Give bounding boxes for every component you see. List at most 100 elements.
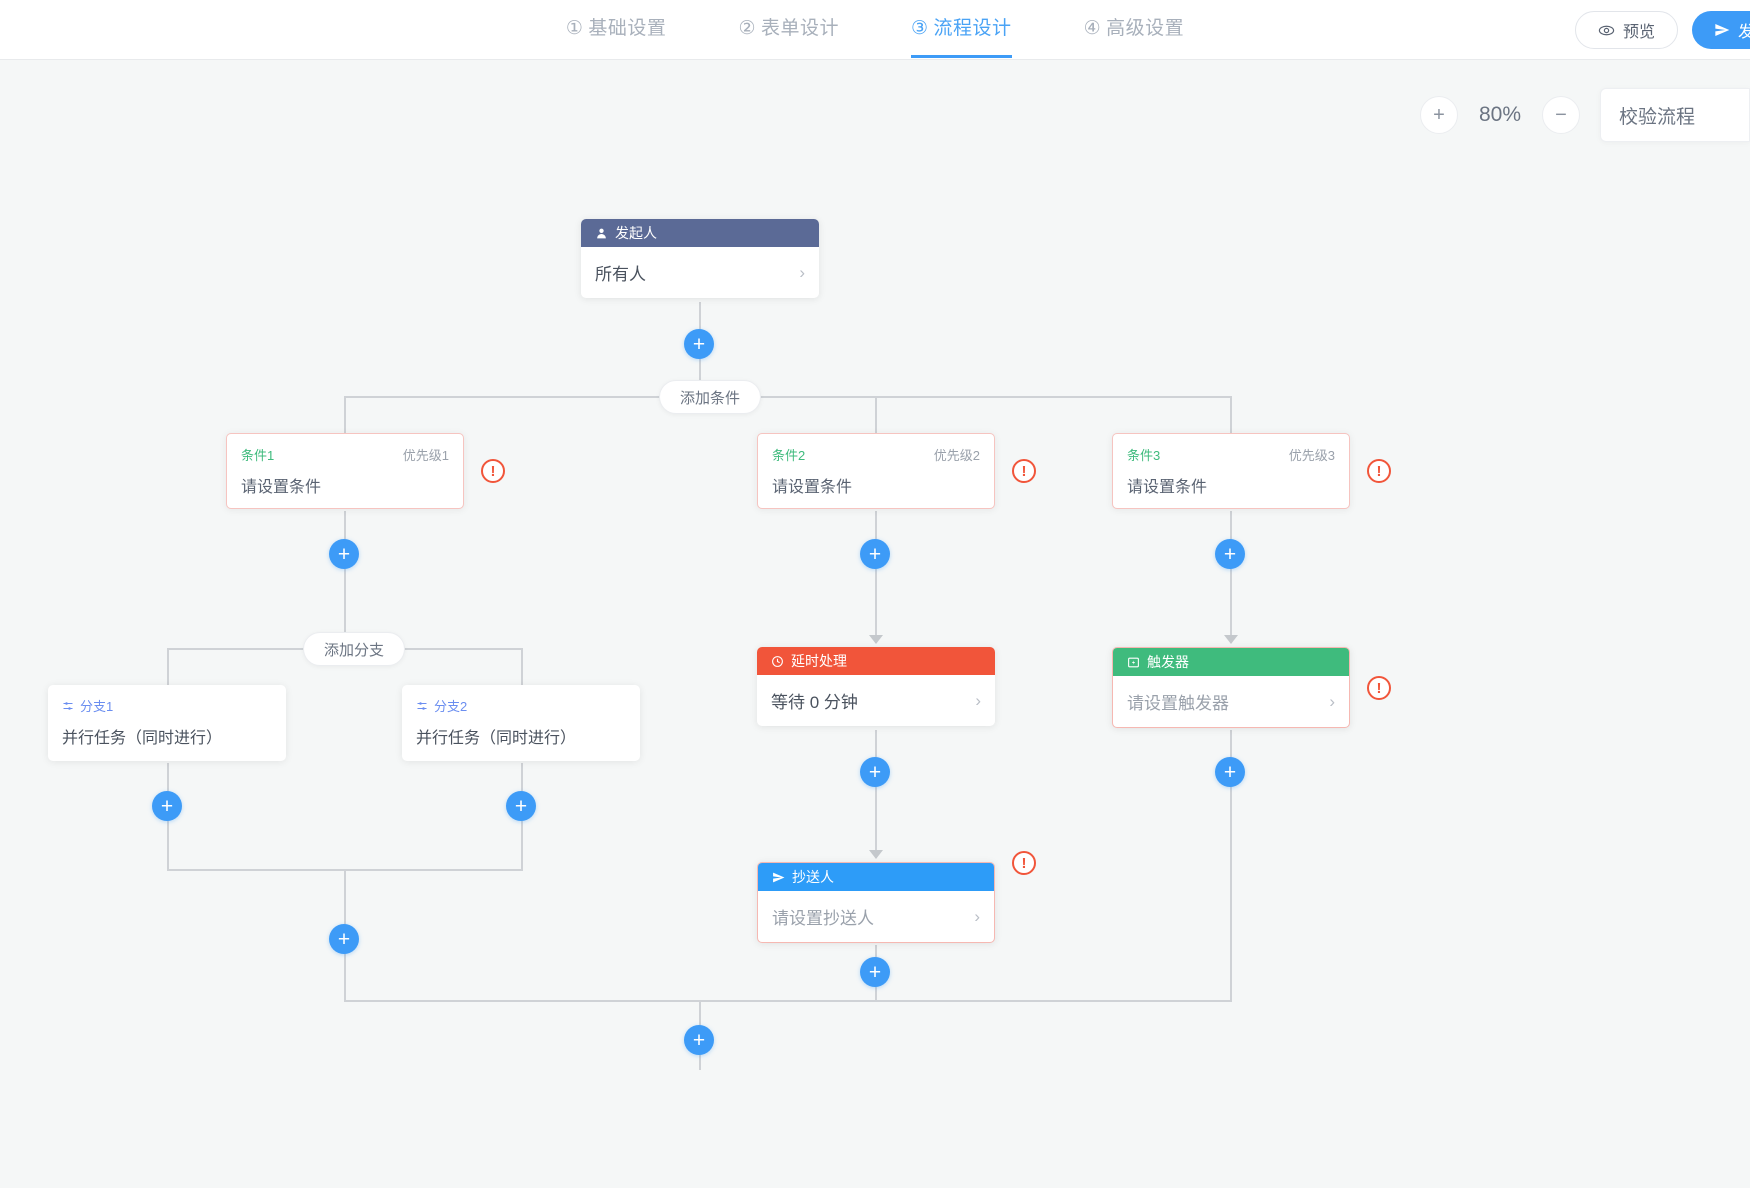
error-badge-trigger[interactable]: !	[1367, 676, 1391, 700]
connector-line	[344, 1000, 1232, 1002]
condition-body: 请设置条件	[241, 479, 322, 496]
add-node-button-root[interactable]: +	[684, 329, 714, 359]
node-initiator[interactable]: 发起人 所有人 ›	[581, 219, 819, 298]
add-condition-button[interactable]: 添加条件	[659, 380, 762, 414]
node-cc[interactable]: 抄送人 请设置抄送人 ›	[757, 862, 995, 943]
node-condition-1[interactable]: 条件1 优先级1 请设置条件	[226, 433, 464, 509]
connector-line	[344, 511, 346, 651]
chevron-right-icon: ›	[1329, 691, 1335, 711]
condition-header: 条件3 优先级3	[1113, 434, 1349, 464]
add-branch-button[interactable]: 添加分支	[303, 632, 406, 666]
add-node-button-cond2[interactable]: +	[860, 539, 890, 569]
top-actions: 预览 发布	[1574, 0, 1750, 60]
send-icon	[1714, 22, 1730, 38]
step-label: 流程设计	[933, 17, 1012, 39]
add-node-button-delay[interactable]: +	[860, 757, 890, 787]
add-node-button-branch-merge[interactable]: +	[329, 924, 359, 954]
validate-process-button[interactable]: 校验流程	[1600, 88, 1750, 142]
condition-body: 请设置条件	[1127, 479, 1208, 496]
condition-body: 请设置条件	[772, 479, 853, 496]
condition-priority: 优先级2	[933, 448, 980, 463]
error-badge-condition-1[interactable]: !	[481, 459, 505, 483]
condition-priority: 优先级1	[402, 448, 449, 463]
error-badge-condition-2[interactable]: !	[1012, 459, 1036, 483]
preview-label: 预览	[1622, 24, 1655, 41]
node-branch-1[interactable]: 分支1 并行任务（同时进行）	[48, 685, 286, 761]
node-title: 发起人	[615, 225, 657, 241]
add-node-button-merge[interactable]: +	[684, 1025, 714, 1055]
branch-name: 分支2	[434, 699, 468, 714]
connector-line	[344, 396, 1231, 398]
connector-line	[875, 511, 877, 642]
cc-value: 请设置抄送人	[772, 909, 874, 928]
condition-priority: 优先级3	[1288, 448, 1335, 463]
trigger-icon	[1127, 656, 1140, 669]
branch-body: 并行任务（同时进行）	[62, 730, 223, 747]
node-branch-2[interactable]: 分支2 并行任务（同时进行）	[402, 685, 640, 761]
node-condition-3[interactable]: 条件3 优先级3 请设置条件	[1112, 433, 1350, 509]
branch-header: 分支1	[48, 685, 286, 715]
node-value: 所有人 ›	[581, 247, 819, 298]
connector-line	[1230, 730, 1232, 1002]
branch-header: 分支2	[402, 685, 640, 715]
node-trigger[interactable]: 触发器 请设置触发器 ›	[1112, 647, 1350, 728]
chevron-right-icon: ›	[974, 906, 980, 926]
step-number: ②	[738, 17, 756, 39]
eye-icon	[1598, 22, 1615, 39]
condition-name: 条件2	[772, 448, 806, 463]
add-node-button-cond3[interactable]: +	[1215, 539, 1245, 569]
node-delay[interactable]: 延时处理 等待 0 分钟 ›	[757, 647, 995, 726]
condition-name: 条件3	[1127, 448, 1161, 463]
add-node-button-trigger[interactable]: +	[1215, 757, 1245, 787]
error-badge-cc[interactable]: !	[1012, 851, 1036, 875]
branch-icon	[416, 700, 428, 712]
step-number: ③	[911, 17, 929, 39]
branch-body: 并行任务（同时进行）	[416, 730, 577, 747]
condition-header: 条件2 优先级2	[758, 434, 994, 464]
node-title: 触发器	[1147, 654, 1189, 670]
node-header: 发起人	[581, 219, 819, 247]
node-value: 请设置触发器 ›	[1113, 676, 1349, 727]
flow-canvas: 发起人 所有人 › + 添加条件 条件1 优先级1 请设置条件 ! 条件2 优先…	[0, 61, 1750, 1188]
add-node-button-branch-1[interactable]: +	[152, 791, 182, 821]
add-node-button-branch-root[interactable]: +	[329, 539, 359, 569]
node-condition-2[interactable]: 条件2 优先级2 请设置条件	[757, 433, 995, 509]
node-header: 延时处理	[757, 647, 995, 675]
clock-icon	[771, 655, 784, 668]
connector-line	[875, 730, 877, 857]
trigger-value: 请设置触发器	[1127, 694, 1229, 713]
error-badge-condition-3[interactable]: !	[1367, 459, 1391, 483]
step-number: ①	[565, 17, 584, 39]
send-icon	[772, 871, 785, 884]
add-node-button-branch-2[interactable]: +	[506, 791, 536, 821]
chevron-right-icon: ›	[975, 690, 981, 710]
add-node-button-cc[interactable]: +	[860, 957, 890, 987]
zoom-level: 80%	[1478, 103, 1522, 126]
node-header: 抄送人	[758, 863, 994, 891]
zoom-toolbar: + 80% − 校验流程	[1420, 88, 1750, 142]
node-title: 延时处理	[791, 653, 847, 669]
node-value: 请设置抄送人 ›	[758, 891, 994, 942]
arrow-head	[869, 635, 883, 644]
user-icon	[595, 227, 608, 240]
node-value: 等待 0 分钟 ›	[757, 675, 995, 726]
delay-value: 等待 0 分钟	[771, 693, 858, 712]
initiator-value: 所有人	[595, 265, 646, 284]
preview-button[interactable]: 预览	[1574, 11, 1678, 49]
connector-line	[1230, 511, 1232, 642]
zoom-out-button[interactable]: −	[1542, 96, 1580, 134]
arrow-head	[1224, 635, 1238, 644]
step-label: 基础设置	[588, 17, 667, 39]
zoom-in-button[interactable]: +	[1420, 96, 1458, 134]
step-label: 表单设计	[760, 17, 839, 39]
node-header: 触发器	[1113, 648, 1349, 676]
branch-name: 分支1	[80, 699, 114, 714]
publish-button[interactable]: 发布	[1691, 11, 1750, 49]
arrow-head	[869, 850, 883, 859]
